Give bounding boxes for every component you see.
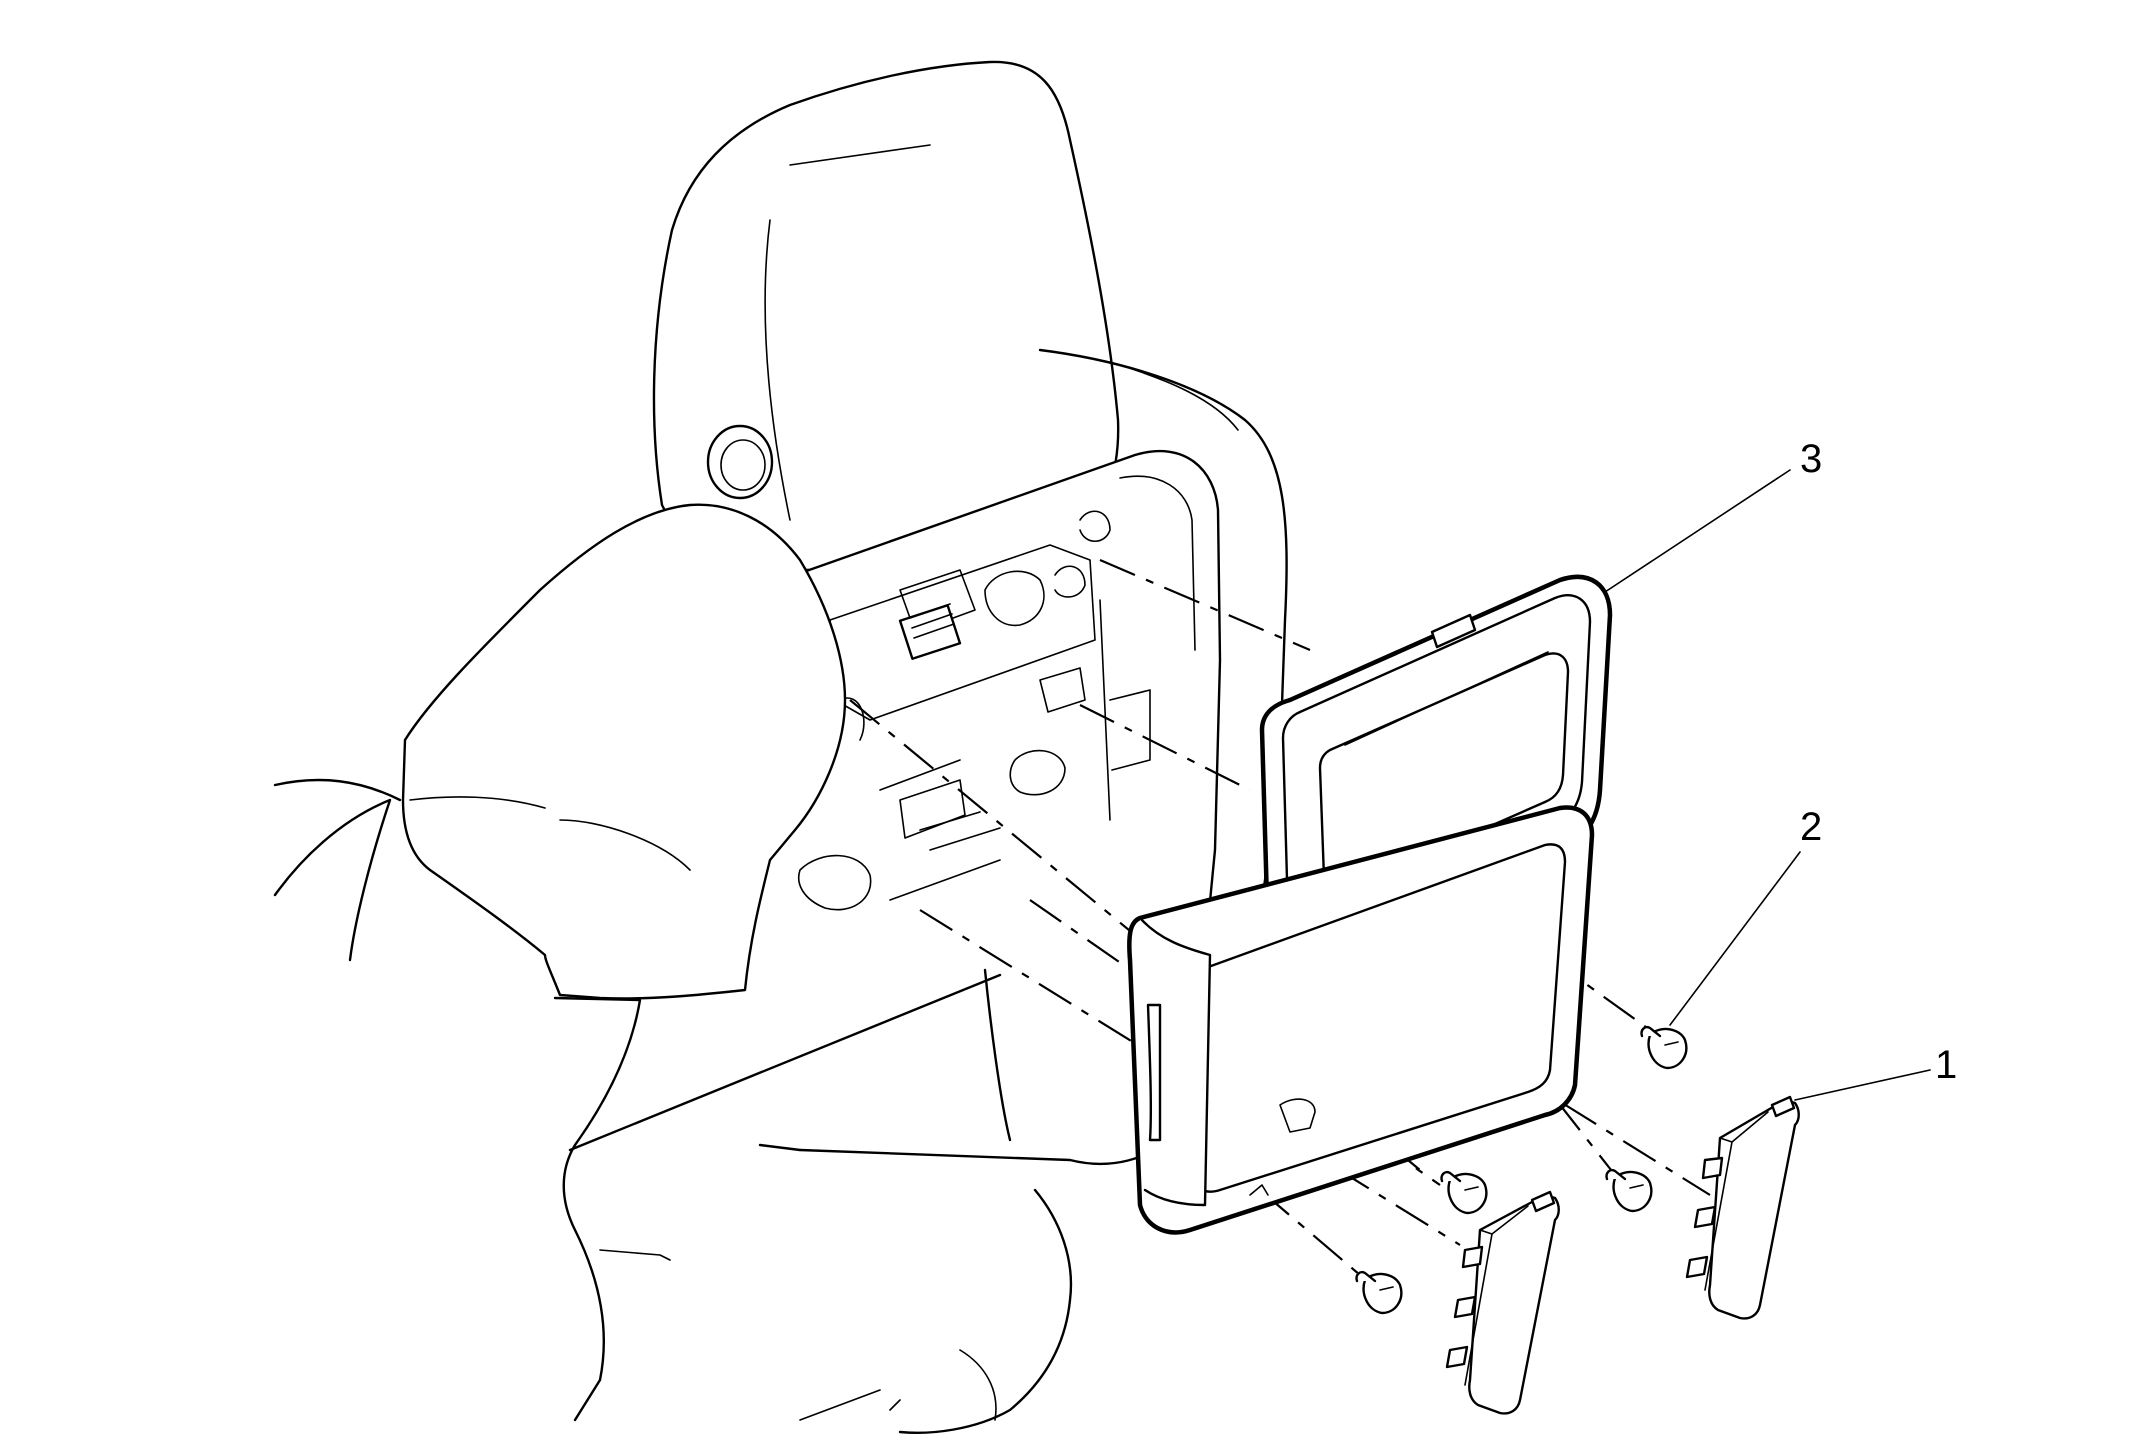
seat-lower-crease (599, 1249, 671, 1261)
seat-back-shell-inner (1109, 361, 1239, 431)
monitor-screen (1318, 652, 1570, 893)
monitor-top-latch (1430, 613, 1477, 649)
headrest-seam (764, 219, 791, 521)
seat-base-curve (898, 1188, 1073, 1435)
seat-base-bottom (799, 1389, 901, 1421)
seat-cushion-front (401, 503, 847, 1000)
screw-1 (1640, 1025, 1688, 1070)
callout-2-label: 2 (1800, 805, 1822, 849)
trim-cover-left (1445, 1190, 1560, 1415)
seat-cushion-side-fold (559, 819, 691, 871)
screw-3 (1605, 1168, 1653, 1213)
headrest-button (706, 424, 774, 500)
seat-lower-body (273, 778, 402, 802)
seat-lower-panel (553, 996, 642, 1422)
frame-left-rail (1138, 916, 1212, 1207)
seat-cushion-seam (409, 796, 546, 809)
monitor-screen-shadow (1344, 651, 1549, 746)
screws (1355, 1025, 1688, 1315)
callout-2: 2 (1669, 805, 1822, 1026)
frame-latch (1279, 1098, 1316, 1133)
headrest-top-line (789, 144, 931, 166)
callout-3: 3 (1604, 437, 1822, 593)
callout-3-label: 3 (1800, 437, 1822, 481)
callout-1: 1 (1794, 1043, 1957, 1101)
seat-lower-left-edge (273, 798, 392, 962)
seat-back-lower-panel (568, 968, 1012, 1152)
seat-back (273, 60, 1321, 1435)
frame-bottom-slot (1249, 1184, 1269, 1196)
frame-left-rail-hole (1146, 1003, 1162, 1142)
monitor-recess-rim (1119, 475, 1196, 651)
callout-1-label: 1 (1935, 1043, 1957, 1087)
trim-cover-right (1685, 1095, 1800, 1320)
seat-base-inner (959, 1349, 997, 1421)
callouts: 3 2 1 (1604, 437, 1957, 1101)
monitor-mounting-frame (1127, 805, 1595, 1235)
screw-2 (1440, 1170, 1488, 1215)
trim-covers (1445, 1095, 1800, 1415)
screw-4 (1355, 1270, 1403, 1315)
